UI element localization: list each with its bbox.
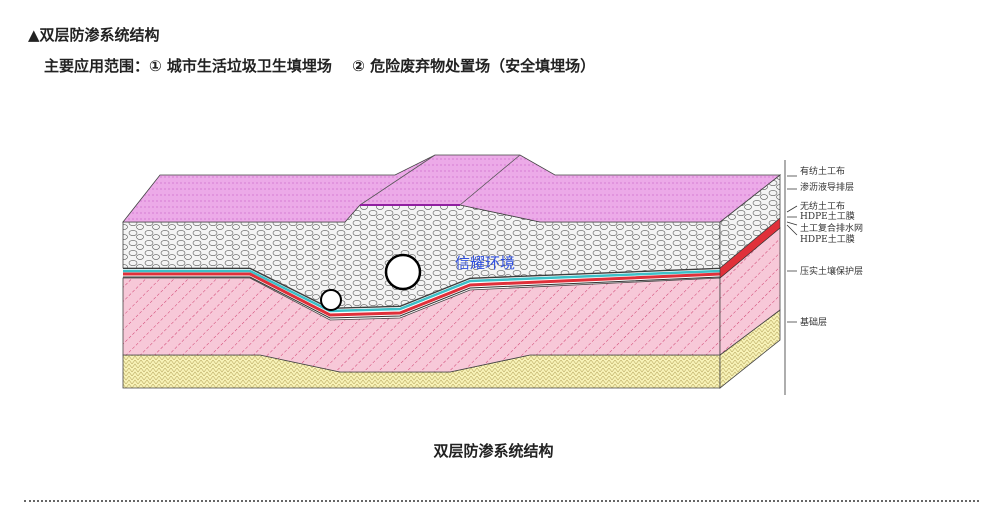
label-hdpe-2: HDPE土工膜 (800, 233, 855, 245)
label-leachate-drainage: 渗沥液导排层 (800, 181, 854, 193)
label-hdpe-1: HDPE土工膜 (800, 210, 855, 222)
layer-labels (784, 160, 798, 395)
dotted-divider (24, 500, 979, 502)
label-drainage-net: 土工复合排水网 (800, 222, 863, 234)
leachate-drainage-layer (122, 174, 781, 311)
woven-geotextile-top (122, 154, 782, 223)
section-title: ▲双层防渗系统结构 (28, 26, 160, 44)
collection-pipe-large (384, 253, 422, 291)
label-compacted-soil: 压实土壤保护层 (800, 265, 863, 277)
label-woven-geotextile: 有纺土工布 (800, 165, 845, 177)
collection-pipe-small (320, 289, 342, 311)
label-nonwoven-geotextile: 无纺土工布 (800, 200, 845, 212)
compacted-soil-layer (122, 227, 781, 373)
diagram-caption: 双层防渗系统结构 (433, 442, 554, 460)
watermark: 信耀环境 (455, 254, 515, 272)
label-foundation: 基础层 (800, 316, 827, 328)
application-scope: 主要应用范围：① 城市生活垃圾卫生填埋场 ② 危险废弃物处置场（安全填埋场） (44, 57, 596, 75)
